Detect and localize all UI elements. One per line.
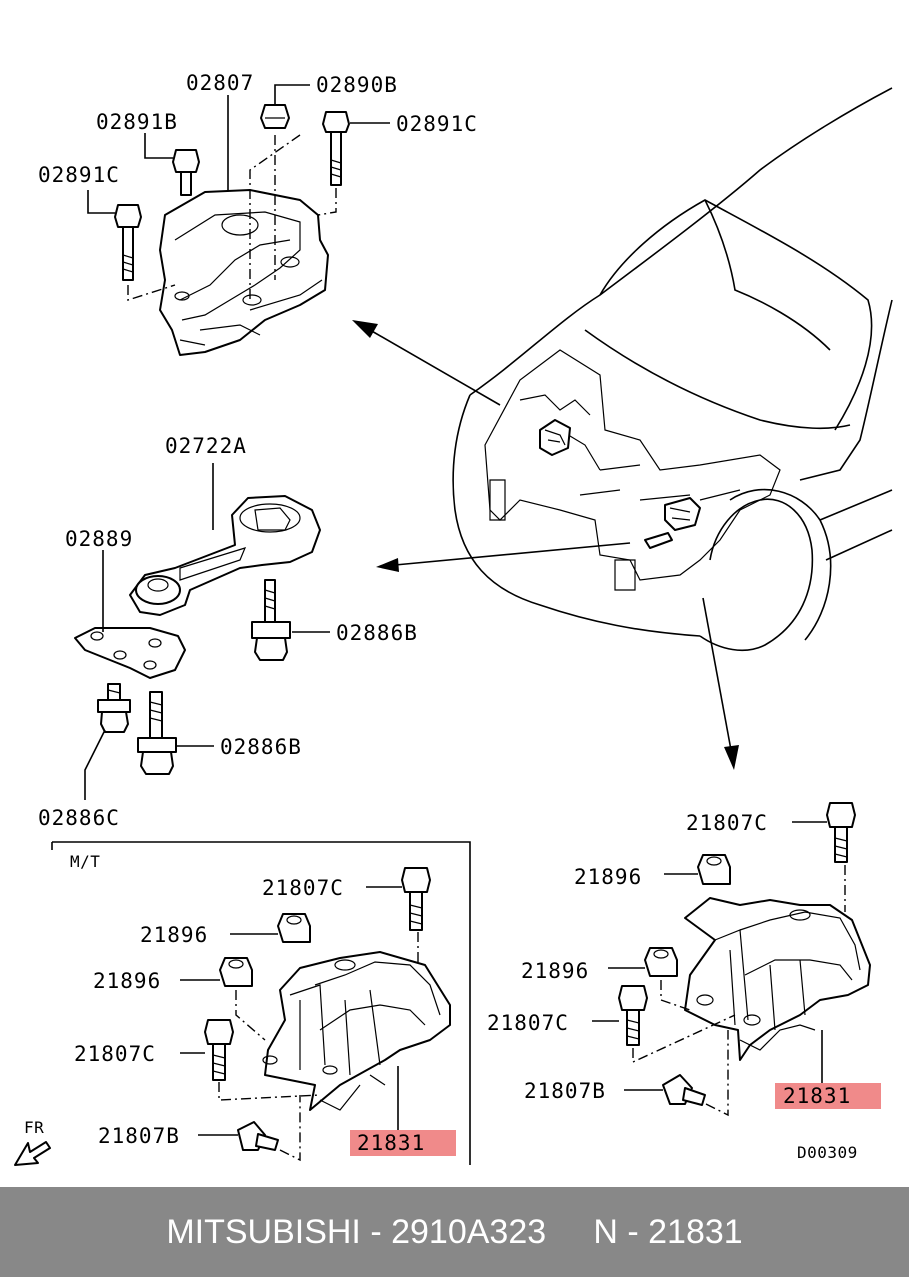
right-mount-assembly <box>592 802 881 1117</box>
mt-title: M/T <box>70 852 100 871</box>
label-02891C-right: 02891C <box>396 112 478 136</box>
mt-bolt-21807C-mid <box>204 1019 234 1081</box>
top-mount-assembly <box>87 84 390 356</box>
mt-box <box>51 841 471 1165</box>
mt-bolt-21807B <box>237 1121 279 1151</box>
callout-arrows <box>352 320 739 770</box>
label-02722A: 02722A <box>165 434 247 458</box>
mt-label-21896-a: 21896 <box>140 923 208 947</box>
mt-nut-21896-a <box>277 913 311 943</box>
label-02886B-upper: 02886B <box>336 621 418 645</box>
r-nut-21896-b <box>644 947 678 977</box>
r-bolt-21807C-mid <box>618 985 648 1046</box>
bolt-02890B <box>260 104 290 129</box>
fr-label: FR <box>24 1118 44 1137</box>
part-number-text: MITSUBISHI - 2910A323 N - 21831 <box>166 1212 743 1251</box>
mt-21831-highlight <box>350 1130 456 1156</box>
car-body-outline <box>452 87 893 652</box>
r-label-21807B: 21807B <box>524 1079 606 1103</box>
mt-label-21896-b: 21896 <box>93 969 161 993</box>
label-02889: 02889 <box>65 527 133 551</box>
bolt-02886B-upper <box>251 579 291 661</box>
label-02886C: 02886C <box>38 806 120 830</box>
r-bolt-21807B <box>662 1074 706 1106</box>
parts-diagram: 02807 02890B 02891B 02891C 02891C <box>14 71 893 1166</box>
diagram-code: D00309 <box>797 1143 858 1162</box>
bolt-02886B-lower <box>137 691 177 775</box>
fr-arrow-icon <box>14 1141 51 1166</box>
r-label-21896-b: 21896 <box>521 959 589 983</box>
bolt-02891B <box>172 149 200 196</box>
label-02807: 02807 <box>186 71 254 95</box>
part-number-banner: MITSUBISHI - 2910A323 N - 21831 <box>0 1187 909 1277</box>
mt-label-21807C-mid: 21807C <box>74 1042 156 1066</box>
r-nut-21896-a <box>697 854 731 885</box>
r-label-21896-a: 21896 <box>574 865 642 889</box>
mt-label-21807C-top: 21807C <box>262 876 344 900</box>
mt-label-21831: 21831 <box>357 1131 425 1155</box>
rear-mount-assembly <box>74 463 330 800</box>
bolt-02891C-right <box>322 111 350 186</box>
r-label-21807C-mid: 21807C <box>487 1011 569 1035</box>
bolt-02891C-left <box>114 204 142 281</box>
label-02891C-left: 02891C <box>38 163 120 187</box>
label-02890B: 02890B <box>316 73 398 97</box>
label-02886B-lower: 02886B <box>220 735 302 759</box>
label-02891B: 02891B <box>96 110 178 134</box>
mt-nut-21896-b <box>219 957 253 987</box>
bolt-02886C <box>97 683 131 733</box>
r-label-21831: 21831 <box>783 1084 851 1108</box>
r-bolt-21807C-top <box>826 802 856 863</box>
r-21831-highlight <box>775 1083 881 1109</box>
mt-bolt-21807C-top <box>401 867 431 931</box>
mt-label-21807B: 21807B <box>98 1124 180 1148</box>
r-label-21807C-top: 21807C <box>686 811 768 835</box>
